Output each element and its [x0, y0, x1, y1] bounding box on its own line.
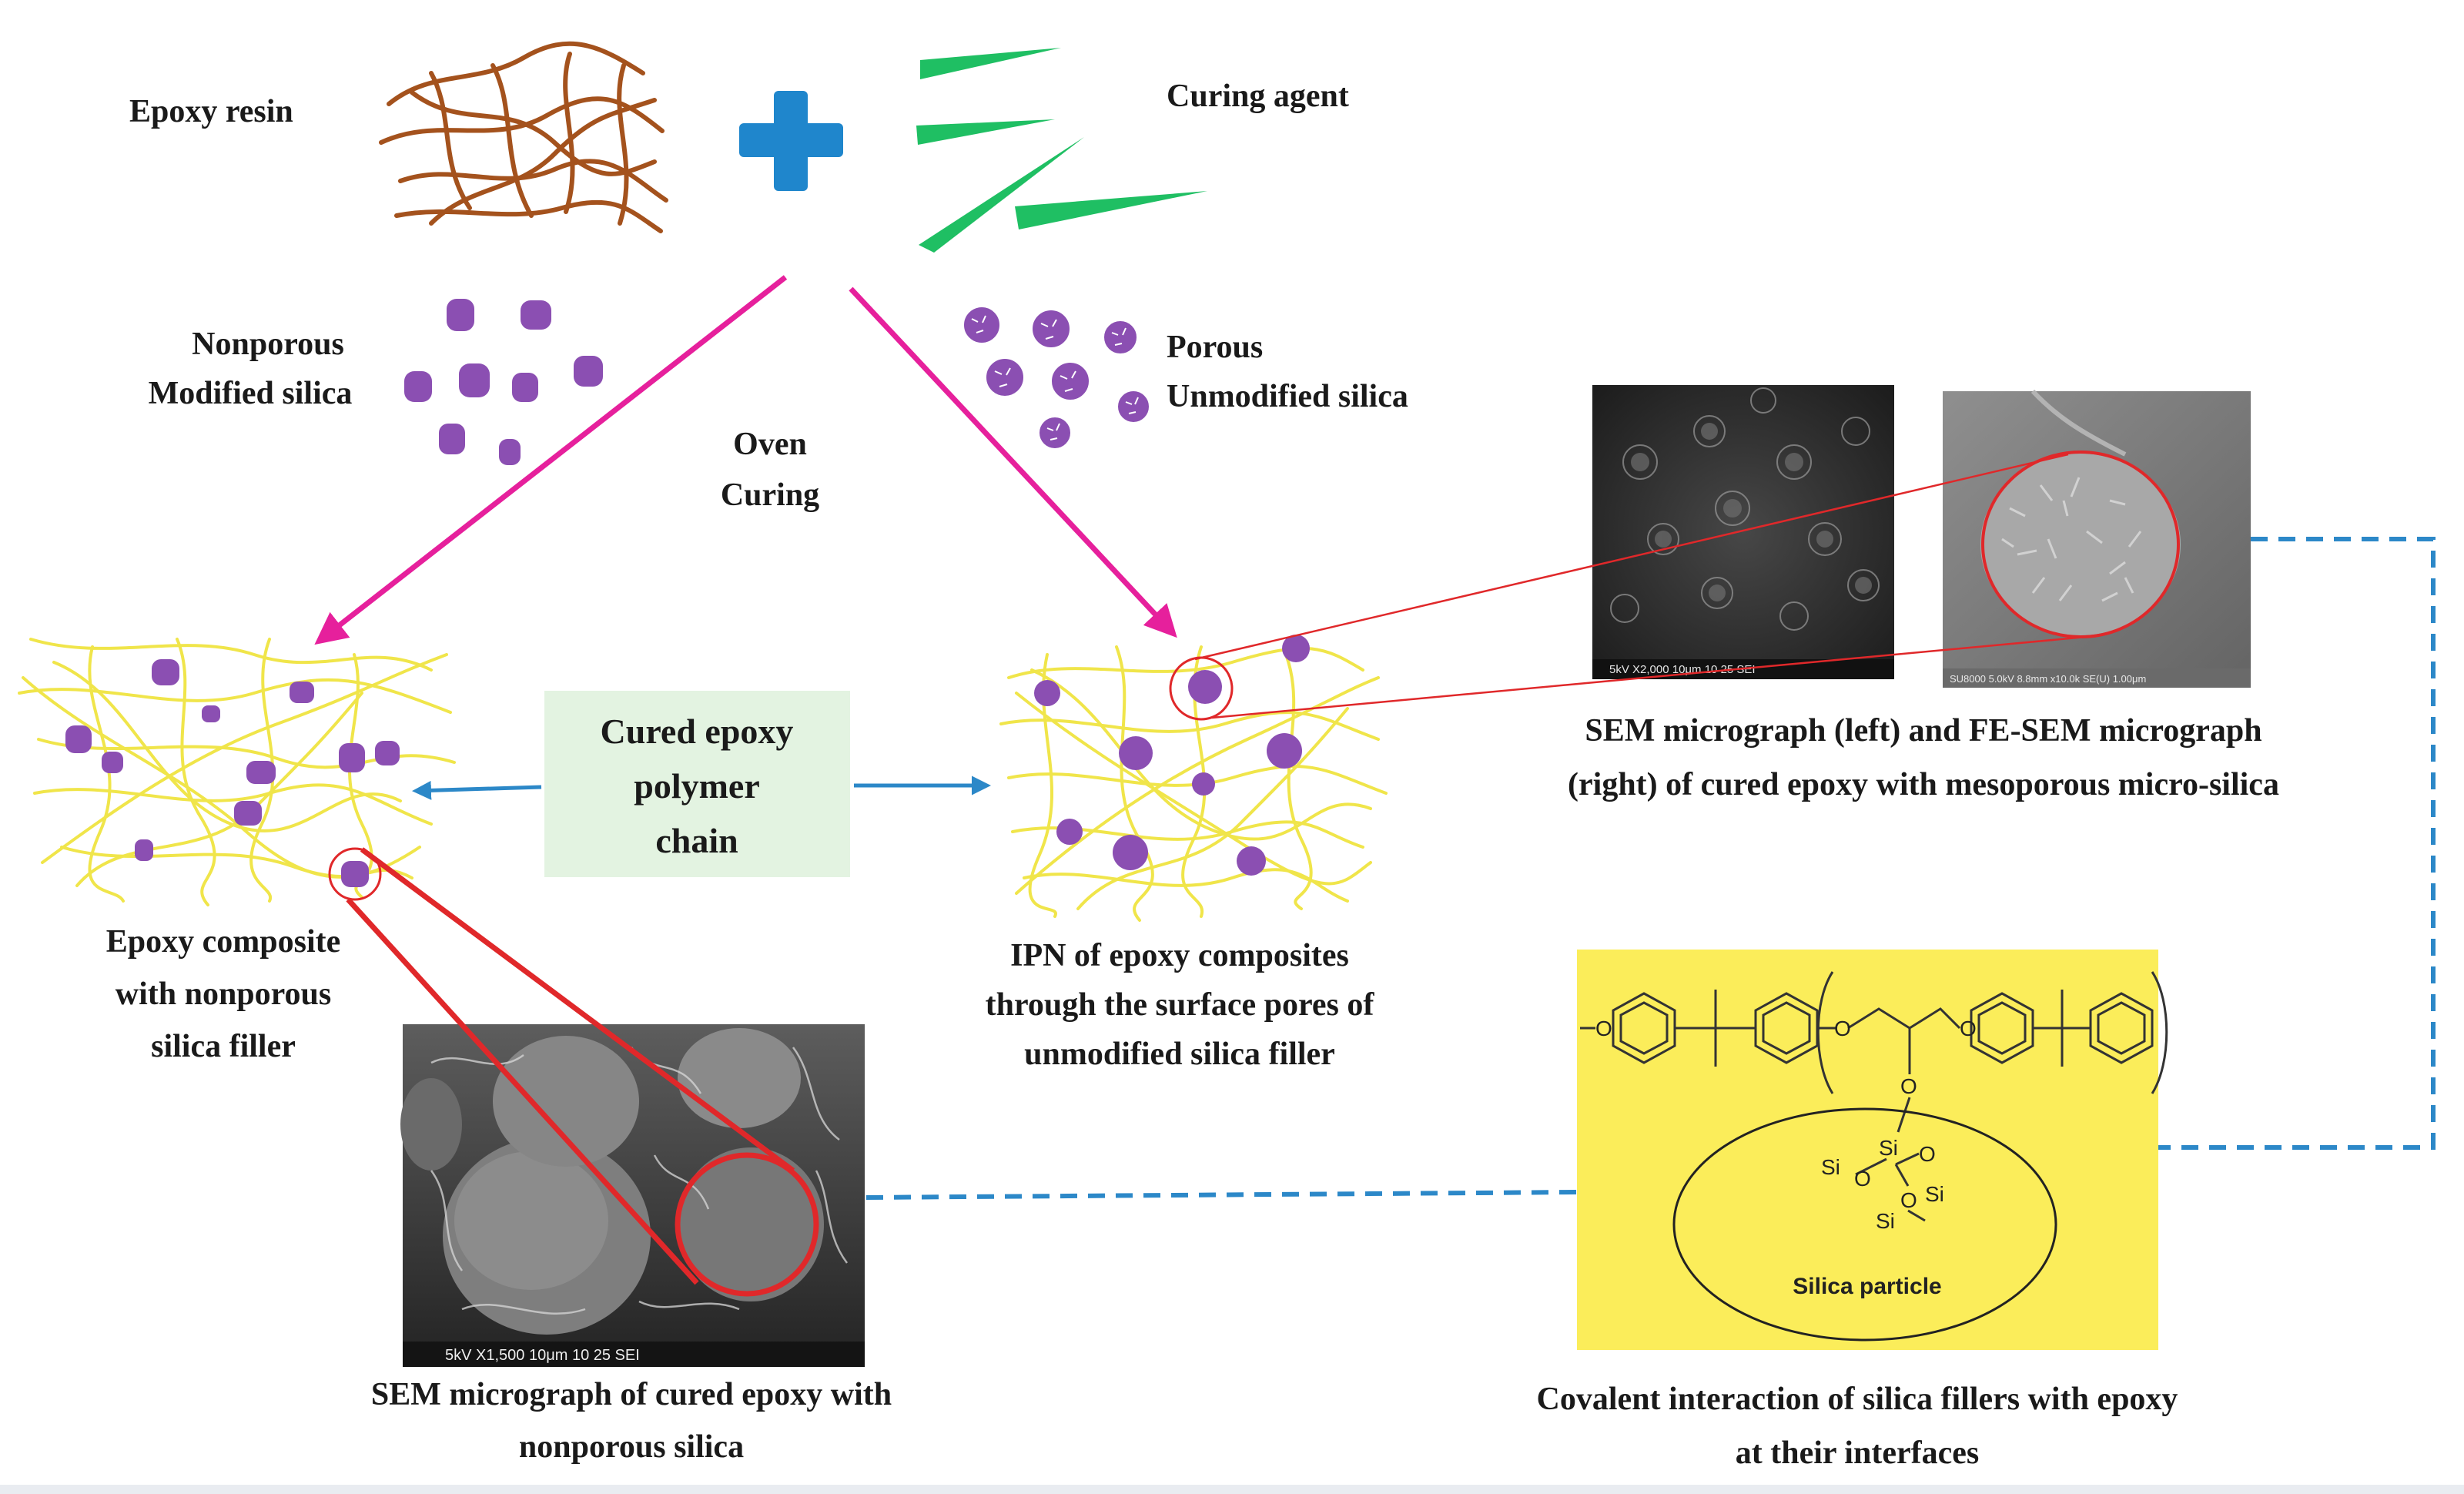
sem-porous-scalebar: 5kV X2,000 10μm 10 25 SEI: [1609, 663, 1756, 676]
sem-nonporous-highlight-ring: [675, 1152, 819, 1297]
atom-si-center: Si: [1879, 1136, 1898, 1160]
oven-curing-line2: Curing: [721, 477, 819, 513]
atom-si-left: Si: [1821, 1155, 1840, 1179]
atom-o-1: O: [1595, 1017, 1612, 1040]
fesem-scalebar: SU8000 5.0kV 8.8mm x10.0k SE(U) 1.00μm: [1950, 673, 2146, 685]
nonporous-label-line1: Nonporous: [192, 327, 344, 362]
composite-label-line1: Epoxy composite: [106, 924, 341, 960]
nonporous-silica-particles: [404, 299, 603, 465]
cured-epoxy-box: [544, 691, 850, 877]
covalent-caption-line1: Covalent interaction of silica fillers w…: [1537, 1382, 2178, 1417]
benzene-ring-2: [1754, 992, 1819, 1064]
fesem-micrograph: SU8000 5.0kV 8.8mm x10.0k SE(U) 1.00μm: [1943, 389, 2251, 688]
porous-particle: [1038, 416, 1072, 450]
ipn-composite-particles: [1034, 635, 1310, 876]
covalent-chemistry-panel: O O O O Si O Si O O Si Si Silica particl…: [1577, 950, 2168, 1350]
atom-o-7: O: [1900, 1188, 1917, 1212]
cured-box-line3: chain: [655, 821, 738, 860]
ipn-label-line3: unmodified silica filler: [1024, 1037, 1335, 1072]
plus-icon: [739, 91, 843, 191]
atom-o-5: O: [1919, 1142, 1936, 1166]
nonporous-composite-network: [18, 638, 456, 906]
cured-box-line2: polymer: [634, 766, 760, 806]
chem-atom-labels: O O O O Si O Si O O Si Si: [1595, 1017, 1977, 1233]
epoxy-resin-strands: [379, 41, 668, 233]
sem-nonporous-scalebar: 5kV X1,500 10μm 10 25 SEI: [445, 1347, 640, 1364]
curing-agent-shards: [916, 48, 1207, 253]
benzene-ring-4: [2089, 992, 2154, 1064]
ipn-composite-network: [999, 645, 1388, 922]
cured-arrow-left: [412, 780, 542, 800]
atom-o-4: O: [1900, 1074, 1917, 1098]
porous-particle: [1050, 361, 1090, 401]
epoxy-resin-label: Epoxy resin: [129, 94, 293, 129]
cured-box-line1: Cured epoxy: [601, 712, 794, 751]
atom-o-3: O: [1960, 1017, 1977, 1040]
porous-label-line1: Porous: [1167, 330, 1263, 365]
curing-agent-label: Curing agent: [1167, 79, 1349, 114]
nonporous-composite-particles: [65, 659, 400, 887]
callout-line-ipn-upper: [1194, 453, 2069, 661]
sem-fesem-caption-line1: SEM micrograph (left) and FE-SEM microgr…: [1585, 713, 2261, 749]
nonporous-label-line2: Modified silica: [149, 376, 353, 411]
sem-micrograph-porous: 5kV X2,000 10μm 10 25 SEI: [1592, 385, 1894, 679]
atom-si-bottom: Si: [1876, 1209, 1895, 1233]
atom-o-2: O: [1834, 1017, 1851, 1040]
porous-silica-particles: [962, 306, 1150, 450]
covalent-caption-line2: at their interfaces: [1736, 1435, 1979, 1471]
sem-nonporous-caption-line2: nonporous silica: [519, 1429, 744, 1465]
nonporous-callout-circle: [328, 847, 382, 901]
arrow-to-nonporous-composite: [314, 275, 788, 645]
dashed-connector-fesem-to-chem: [2158, 537, 2436, 1150]
porous-particle: [1031, 309, 1071, 349]
oven-curing-line1: Oven: [733, 427, 807, 462]
sem-fesem-caption-line2: (right) of cured epoxy with mesoporous m…: [1568, 767, 2279, 802]
atom-o-6: O: [1854, 1167, 1871, 1191]
bottom-band: [0, 1485, 2464, 1494]
porous-label-line2: Unmodified silica: [1167, 379, 1408, 414]
dashed-connector-sem-to-chem: [865, 1190, 1578, 1200]
ipn-label-line2: through the surface pores of: [986, 987, 1375, 1023]
sem-nonporous-caption-line1: SEM micrograph of cured epoxy with: [371, 1377, 892, 1412]
callout-line-nonporous-upper: [360, 847, 795, 1173]
callout-line-ipn-lower: [1211, 635, 2095, 719]
arrow-to-ipn-composite: [849, 286, 1177, 638]
benzene-ring-3: [1970, 992, 2034, 1064]
silica-particle-ellipse: [1672, 1107, 2057, 1342]
porous-particle: [1103, 320, 1138, 355]
atom-si-right: Si: [1925, 1182, 1944, 1206]
porous-particle: [985, 357, 1025, 397]
porous-particle: [962, 306, 1001, 344]
composite-label-line2: with nonporous: [116, 976, 332, 1012]
callout-line-nonporous-lower: [346, 897, 699, 1285]
sem-micrograph-nonporous: 5kV X1,500 10μm 10 25 SEI: [400, 1024, 865, 1367]
ipn-label-line1: IPN of epoxy composites: [1010, 938, 1349, 973]
silica-particle-label: Silica particle: [1793, 1274, 1941, 1299]
benzene-ring-1: [1612, 992, 1676, 1064]
porous-particle: [1116, 390, 1150, 424]
composite-label-line3: silica filler: [151, 1029, 296, 1064]
